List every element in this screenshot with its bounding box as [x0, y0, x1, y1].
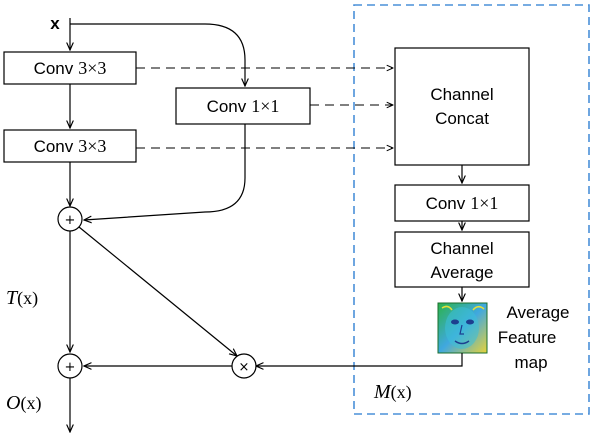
feature-map-line3: map	[514, 353, 547, 372]
input-branch-curve	[70, 23, 245, 86]
channel-concat-line1: Channel	[430, 85, 493, 104]
channel-concat-line2: Concat	[435, 109, 489, 128]
conv1x1-left-box	[175, 87, 311, 125]
attention-region-border	[353, 4, 590, 415]
multiply-node-symbol: ×	[239, 360, 250, 375]
sum-node-top-symbol: +	[65, 213, 76, 228]
feature-map-line2: Feature	[498, 328, 557, 347]
diagonal-to-multiply	[78, 226, 237, 356]
map-to-multiply-path	[256, 353, 463, 366]
average-feature-map-image	[437, 302, 488, 354]
m-label: M(x)	[373, 381, 412, 403]
o-label: O(x)	[6, 392, 41, 414]
channel-average-box	[394, 231, 530, 288]
conv1x1-to-sum-curve	[84, 124, 246, 220]
channel-average-line2: Average	[430, 263, 493, 282]
input-label: x	[50, 14, 60, 33]
channel-concat-box	[394, 47, 530, 166]
sum-node-bottom-symbol: +	[65, 360, 76, 375]
conv3x3-top-box	[3, 51, 137, 85]
feature-map-line1: Average	[506, 303, 569, 322]
channel-average-line1: Channel	[430, 239, 493, 258]
conv1x1-right-box	[394, 184, 530, 222]
t-label: T(x)	[6, 287, 38, 309]
